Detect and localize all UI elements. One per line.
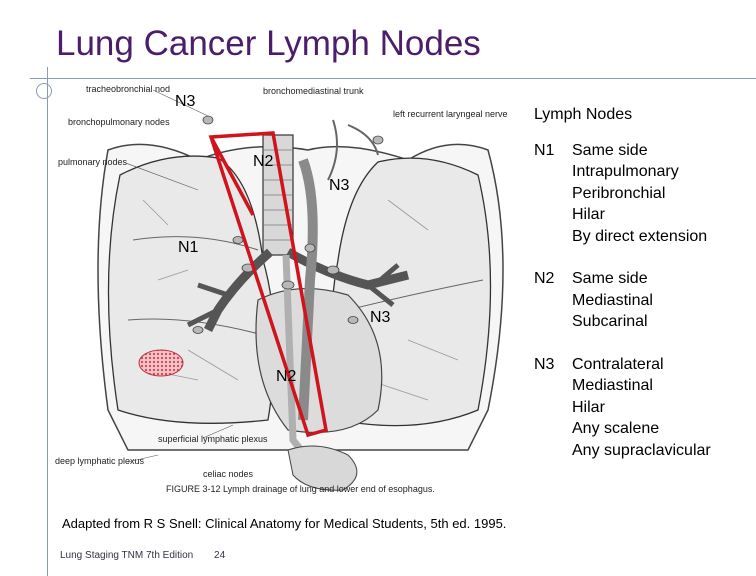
- tumor-spot: [138, 349, 184, 377]
- legend-item: Hilar: [572, 398, 605, 416]
- legend-item: Hilar: [572, 206, 605, 223]
- source-credit: Adapted from R S Snell: Clinical Anatomy…: [62, 516, 507, 531]
- label-bronchopulmonary-nodes: bronchopulmonary nodes: [68, 117, 170, 127]
- legend-item: Subcarinal: [572, 313, 648, 330]
- label-n3-top: N3: [175, 93, 196, 110]
- legend: Lymph Nodes N1 Same side Intrapulmonary …: [534, 104, 711, 482]
- slide-footer: Lung Staging TNM 7th Edition 24: [60, 550, 225, 561]
- legend-item: Mediastinal: [572, 291, 653, 309]
- legend-item: Same side: [572, 270, 648, 287]
- legend-group-n2: N2 Same side Mediastinal Subcarinal: [534, 268, 711, 333]
- legend-heading: Lymph Nodes: [534, 106, 633, 123]
- legend-code: N3: [534, 355, 555, 373]
- n1-n2-boundary: [209, 136, 255, 216]
- legend-item: Same side: [572, 141, 648, 159]
- label-pulmonary-nodes: pulmonary nodes: [58, 157, 128, 167]
- lymph-node-diagram: tracheobronchial nod bronchomediastinal …: [55, 84, 508, 494]
- label-left-recurrent-laryngeal-nerve: left recurrent laryngeal nerve: [393, 109, 508, 119]
- label-n3-center: N3: [329, 177, 350, 194]
- decorative-circle-icon: [36, 83, 52, 99]
- label-bronchomediastinal-trunk: bronchomediastinal trunk: [263, 86, 364, 96]
- label-celiac-nodes: celiac nodes: [203, 469, 254, 479]
- footer-text: Lung Staging TNM 7th Edition: [60, 550, 194, 561]
- legend-group-n3: N3 Contralateral Mediastinal Hilar Any s…: [534, 354, 711, 462]
- legend-code: N2: [534, 270, 555, 287]
- legend-item: By direct extension: [572, 227, 708, 245]
- title-divider: [30, 78, 756, 79]
- label-tracheobronchial-nodes: tracheobronchial nod: [86, 84, 170, 94]
- legend-item: Contralateral: [572, 355, 664, 373]
- label-n2-upper: N2: [253, 153, 274, 170]
- aorta: [298, 158, 318, 421]
- lymph-node-dots: [192, 115, 384, 334]
- legend-item: Mediastinal: [572, 377, 653, 394]
- label-n2-lower: N2: [276, 368, 297, 385]
- label-n1-left: N1: [178, 239, 199, 256]
- label-n3-right: N3: [370, 309, 391, 326]
- page-number: 24: [214, 550, 226, 561]
- legend-item: Any supraclavicular: [572, 441, 711, 459]
- stomach: [287, 445, 358, 491]
- legend-group-n1: N1 Same side Intrapulmonary Peribronchia…: [534, 140, 711, 248]
- figure-caption: FIGURE 3-12 Lymph drainage of lung and l…: [166, 484, 435, 494]
- legend-item: Peribronchial: [572, 184, 666, 202]
- n2-station-outline: [208, 131, 329, 438]
- right-bronchus: [203, 248, 273, 333]
- label-deep-lymphatic-plexus: deep lymphatic plexus: [55, 456, 145, 466]
- legend-item: Intrapulmonary: [572, 163, 679, 180]
- label-superficial-lymphatic-plexus: superficial lymphatic plexus: [158, 434, 268, 444]
- legend-item: Any scalene: [572, 420, 660, 437]
- slide-title: Lung Cancer Lymph Nodes: [56, 24, 481, 63]
- margin-rule: [47, 67, 48, 576]
- legend-code: N1: [534, 141, 555, 159]
